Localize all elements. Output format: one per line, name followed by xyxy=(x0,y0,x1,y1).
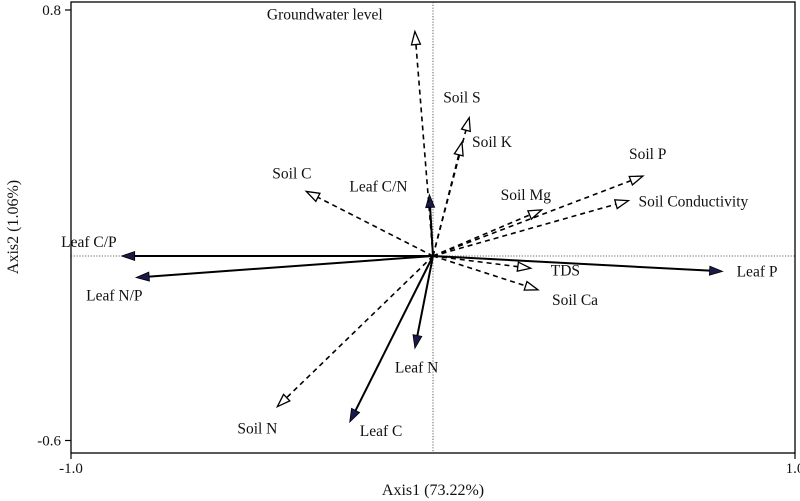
env-vector-line xyxy=(432,154,460,257)
leaf-vector-line xyxy=(429,207,434,257)
env-arrowhead xyxy=(453,140,464,157)
env-vector-line xyxy=(286,255,434,399)
env-vector-label: Soil C xyxy=(272,165,311,182)
leaf-arrowhead xyxy=(708,265,724,276)
env-arrowhead xyxy=(613,199,631,210)
env-arrowhead xyxy=(304,190,321,203)
env-vector-label: Soil K xyxy=(472,134,513,151)
env-vector-label: Soil N xyxy=(237,421,277,438)
leaf-arrowhead xyxy=(425,193,436,209)
x-axis-title: Axis1 (73.22%) xyxy=(382,482,484,499)
env-arrowhead xyxy=(460,115,471,133)
leaf-vector-label: Leaf C/P xyxy=(61,234,117,251)
labels-layer: Leaf C/P Leaf N/P Leaf P Leaf C/N Leaf N Leaf… xyxy=(61,7,777,441)
env-vector-line xyxy=(432,203,617,257)
env-vector-label: Soil Mg xyxy=(501,187,552,204)
env-vector-label: TDS xyxy=(551,262,580,279)
x-tick-label: -1.0 xyxy=(59,461,83,477)
env-arrowhead xyxy=(628,175,645,186)
env-vector-line xyxy=(415,44,434,257)
leaf-vector-label: Leaf C xyxy=(360,423,403,440)
env-vector-line xyxy=(432,255,526,287)
leaf-vector-line xyxy=(149,255,434,278)
env-vector-line xyxy=(317,196,434,257)
x-tick-label: 1.0 xyxy=(786,461,800,477)
axis-ticks: -1.0 1.0 0.8 -0.6 xyxy=(37,3,800,477)
env-arrowhead xyxy=(516,261,533,272)
leaf-vector-line xyxy=(354,255,434,411)
env-arrowhead xyxy=(526,209,544,221)
leaf-vector-line xyxy=(432,255,710,272)
leaf-vector-label: Leaf N xyxy=(395,359,438,376)
y-tick-label: 0.8 xyxy=(42,3,61,19)
y-axis-title: Axis2 (1.06%) xyxy=(5,180,22,274)
leaf-vector-label: Leaf P xyxy=(737,263,778,280)
leaf-arrowhead xyxy=(412,334,423,350)
env-vector-label: Soil S xyxy=(443,90,480,107)
leaf-arrowhead xyxy=(349,407,361,424)
env-vector-label: Soil Conductivity xyxy=(638,194,748,211)
env-arrowhead xyxy=(275,393,291,409)
env-arrowhead xyxy=(410,29,422,46)
env-vector-label: Groundwater level xyxy=(267,7,383,24)
env-vector-label: Soil Ca xyxy=(552,292,598,309)
leaf-vector-label: Leaf N/P xyxy=(86,288,142,305)
y-tick-label: -0.6 xyxy=(37,434,61,450)
env-arrowhead xyxy=(523,280,540,291)
leaf-vector-line xyxy=(416,255,434,336)
env-vector-line xyxy=(432,214,530,257)
leaf-arrowhead xyxy=(134,271,150,282)
leaf-vector-label: Leaf C/N xyxy=(349,179,407,196)
env-vector-label: Soil P xyxy=(629,146,666,163)
vectors-layer xyxy=(120,29,724,424)
leaf-arrowhead xyxy=(120,250,136,262)
